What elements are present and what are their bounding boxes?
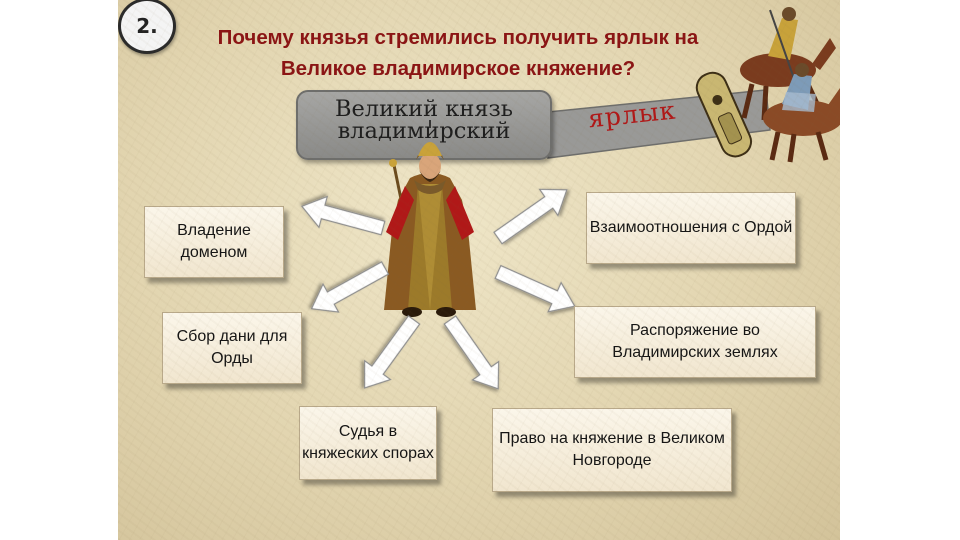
box-lands: Распоряжение во Владимирских землях — [574, 306, 816, 378]
slide-title: Почему князья стремились получить ярлык … — [217, 26, 699, 80]
arrow-to-lands — [494, 264, 576, 313]
yarlyk-tablet — [695, 71, 753, 158]
box-tribute-text: Сбор дани для Орды — [176, 328, 288, 367]
arrow-to-tribute — [310, 261, 390, 313]
grand-prince-line1: Великий князь — [334, 96, 514, 122]
box-novgorod: Право на княжение в Великом Новгороде — [492, 408, 732, 492]
box-horde: Взаимоотношения с Ордой — [586, 192, 796, 264]
prince-figure — [384, 120, 476, 317]
box-novgorod-text: Право на княжение в Великом Новгороде — [499, 430, 725, 469]
box-judge: Судья в княжеских спорах — [299, 406, 437, 480]
arrows-layer — [300, 188, 576, 390]
box-domain: Владение доменом — [144, 206, 284, 278]
arrow-to-domain — [300, 195, 386, 236]
arrow-to-horde — [493, 188, 568, 245]
horseman-2 — [763, 63, 840, 163]
prince-body — [384, 120, 476, 317]
box-horde-text: Взаимоотношения с Ордой — [589, 219, 793, 236]
slide-number-badge: 2. — [118, 0, 176, 54]
arrow-to-novgorod — [443, 315, 500, 390]
box-tribute: Сбор дани для Орды — [162, 312, 302, 384]
slide: 2. Почему князья стремились получить ярл… — [118, 0, 840, 540]
grand-prince-line2: владимирский — [337, 118, 511, 144]
slide-number: 2. — [136, 14, 158, 38]
horsemen-illustration — [695, 7, 840, 163]
arrow-to-judge — [364, 315, 421, 389]
box-judge-text: Судья в княжеских спорах — [302, 423, 434, 462]
box-lands-text: Распоряжение во Владимирских землях — [612, 322, 778, 361]
box-domain-text: Владение доменом — [177, 222, 251, 261]
